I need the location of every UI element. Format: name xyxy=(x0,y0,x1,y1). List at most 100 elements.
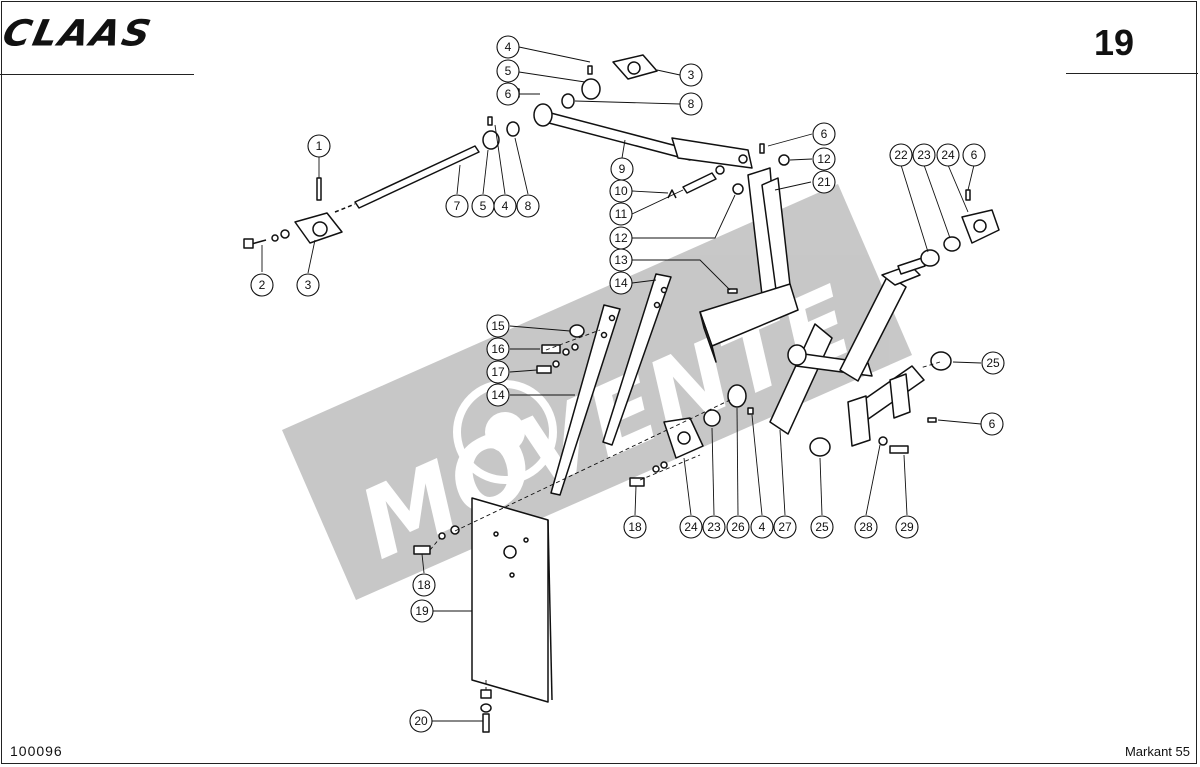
callout-23-right: 23 xyxy=(912,143,936,167)
svg-text:18: 18 xyxy=(628,520,642,534)
callout-9: 9 xyxy=(610,157,634,181)
callout-12-right: 12 xyxy=(812,147,836,171)
shaft-7 xyxy=(354,145,480,209)
callout-5-shaft: 5 xyxy=(471,194,495,218)
callout-16: 16 xyxy=(486,337,510,361)
svg-text:6: 6 xyxy=(505,87,512,101)
svg-text:16: 16 xyxy=(491,342,505,356)
callout-15: 15 xyxy=(486,314,510,338)
svg-text:20: 20 xyxy=(414,714,428,728)
callout-4-top: 4 xyxy=(496,35,520,59)
svg-text:8: 8 xyxy=(688,97,695,111)
svg-text:5: 5 xyxy=(480,199,487,213)
callout-4-shaft: 4 xyxy=(493,194,517,218)
knife-14-right xyxy=(602,273,672,446)
model-name: Markant 55 xyxy=(1124,744,1190,759)
callout-18-left: 18 xyxy=(412,573,436,597)
callout-7: 7 xyxy=(445,194,469,218)
svg-text:2: 2 xyxy=(259,278,266,292)
header-rule-right xyxy=(1066,73,1198,74)
svg-text:24: 24 xyxy=(941,148,955,162)
svg-text:18: 18 xyxy=(417,578,431,592)
callout-20: 20 xyxy=(409,709,433,733)
svg-text:4: 4 xyxy=(759,520,766,534)
svg-text:15: 15 xyxy=(491,319,505,333)
svg-text:29: 29 xyxy=(900,520,914,534)
svg-text:27: 27 xyxy=(778,520,792,534)
bushing-25-top xyxy=(930,351,952,371)
callout-22: 22 xyxy=(889,143,913,167)
callout-6-right: 6 xyxy=(962,143,986,167)
guide-plate-19 xyxy=(471,497,549,703)
svg-text:12: 12 xyxy=(817,152,831,166)
svg-text:9: 9 xyxy=(619,162,626,176)
svg-text:6: 6 xyxy=(821,127,828,141)
svg-text:14: 14 xyxy=(614,276,628,290)
svg-text:24: 24 xyxy=(684,520,698,534)
page-number: 19 xyxy=(1093,22,1134,63)
callout-6-tube: 6 xyxy=(980,412,1004,436)
callout-14-left: 14 xyxy=(486,383,510,407)
svg-text:26: 26 xyxy=(731,520,745,534)
svg-text:23: 23 xyxy=(917,148,931,162)
watermark-logo-core xyxy=(485,412,525,452)
svg-text:25: 25 xyxy=(815,520,829,534)
knife-14-left xyxy=(550,304,621,496)
callout-3-top: 3 xyxy=(679,63,703,87)
header-rule-left xyxy=(0,74,194,75)
svg-text:5: 5 xyxy=(505,64,512,78)
callout-29: 29 xyxy=(895,515,919,539)
svg-text:1: 1 xyxy=(316,139,323,153)
callout-6-lever: 6 xyxy=(812,122,836,146)
svg-text:3: 3 xyxy=(305,278,312,292)
callout-6-top: 6 xyxy=(496,82,520,106)
bushing-23-right xyxy=(943,236,961,252)
callout-13: 13 xyxy=(609,248,633,272)
bearing-26 xyxy=(727,384,747,408)
callout-23-center: 23 xyxy=(702,515,726,539)
callout-8-top: 8 xyxy=(679,92,703,116)
pin-11 xyxy=(682,172,717,194)
svg-text:4: 4 xyxy=(502,199,509,213)
svg-text:6: 6 xyxy=(971,148,978,162)
watermark-logo-ring xyxy=(453,380,557,484)
callout-8-shaft: 8 xyxy=(516,194,540,218)
callout-12-left: 12 xyxy=(609,226,633,250)
watermark-band xyxy=(282,184,912,600)
parts-drawing xyxy=(243,54,1000,733)
svg-text:12: 12 xyxy=(614,231,628,245)
svg-text:10: 10 xyxy=(614,184,628,198)
callout-18-center: 18 xyxy=(623,515,647,539)
callout-2: 2 xyxy=(250,273,274,297)
svg-text:14: 14 xyxy=(491,388,505,402)
callout-17: 17 xyxy=(486,360,510,384)
bushing-23 xyxy=(703,409,721,427)
svg-text:25: 25 xyxy=(986,356,1000,370)
svg-text:19: 19 xyxy=(415,604,429,618)
assembly-lines xyxy=(429,329,941,690)
callout-14-top: 14 xyxy=(609,271,633,295)
callout-1: 1 xyxy=(307,134,331,158)
svg-text:6: 6 xyxy=(989,417,996,431)
callout-28: 28 xyxy=(854,515,878,539)
bushing-8 xyxy=(506,121,520,137)
svg-text:3: 3 xyxy=(688,68,695,82)
svg-text:4: 4 xyxy=(505,40,512,54)
callout-25-bottom: 25 xyxy=(810,515,834,539)
bushing-5 xyxy=(482,130,500,150)
tie-rod-fork xyxy=(671,137,753,169)
pin-1 xyxy=(316,177,322,201)
crank-arm-upper xyxy=(839,274,907,382)
callout-26: 26 xyxy=(726,515,750,539)
svg-text:22: 22 xyxy=(894,148,908,162)
svg-text:8: 8 xyxy=(525,199,532,213)
tie-rod-9 xyxy=(544,111,693,161)
callout-19: 19 xyxy=(410,599,434,623)
callout-11: 11 xyxy=(609,202,633,226)
svg-text:7: 7 xyxy=(454,199,461,213)
callout-3-left: 3 xyxy=(296,273,320,297)
svg-text:17: 17 xyxy=(491,365,505,379)
